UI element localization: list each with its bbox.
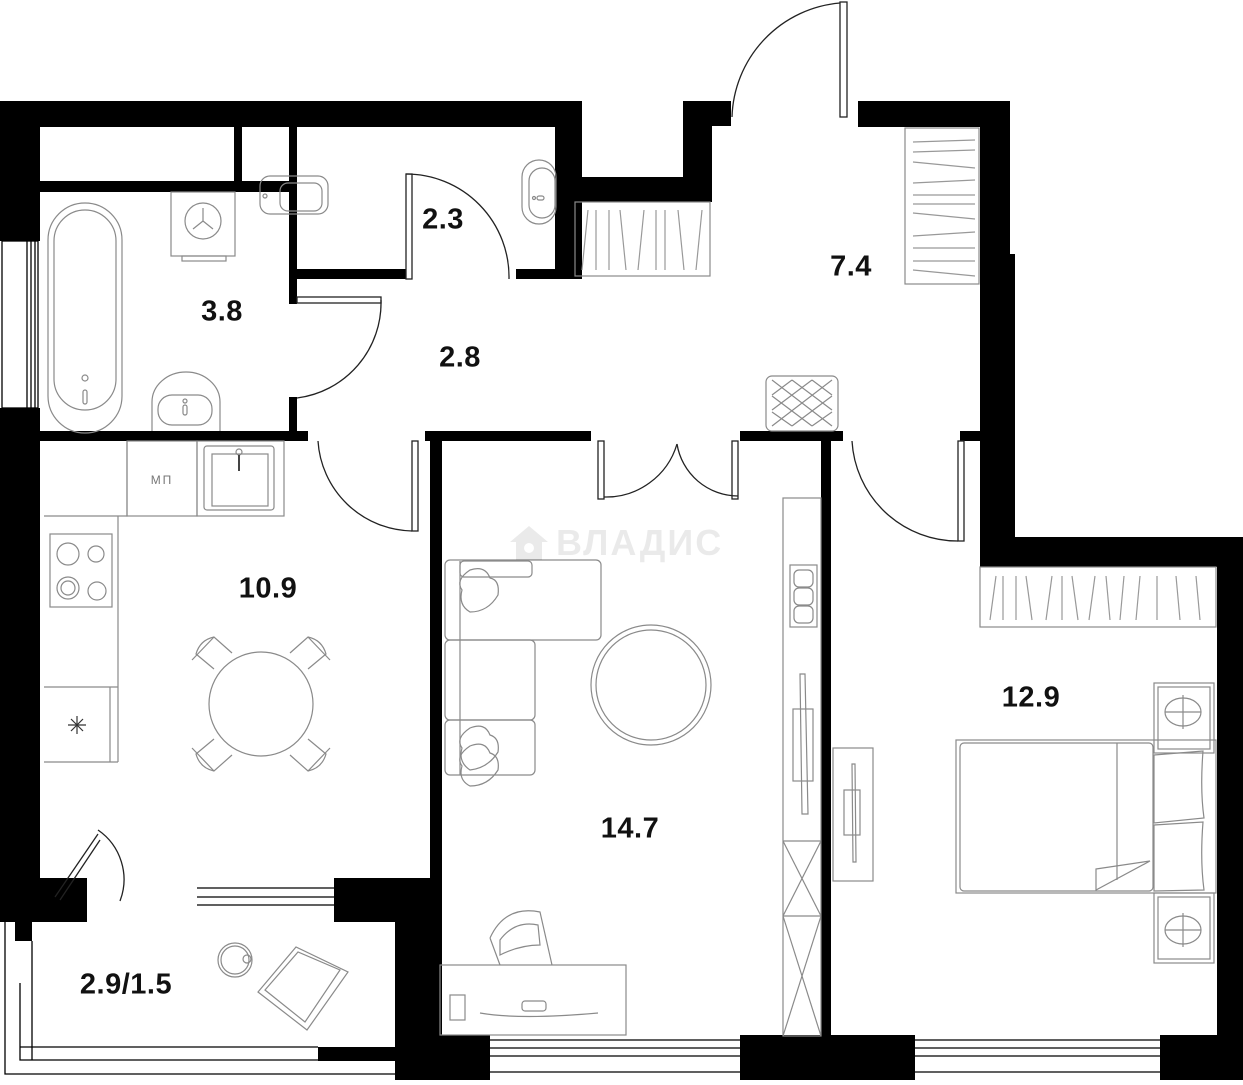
room-area-kitchen: 10.9: [238, 572, 298, 605]
wardrobe-icon: [979, 566, 1217, 628]
room-area-living-room: 14.7: [600, 812, 660, 845]
house-key-icon: [510, 526, 548, 560]
watermark: ВЛАДИС: [508, 522, 723, 564]
room-area-hall: 7.4: [830, 250, 872, 283]
room-area-bedroom: 12.9: [1001, 681, 1061, 714]
sink-icon: [521, 159, 557, 225]
chair-icon: [191, 636, 331, 772]
chair-icon: [257, 946, 349, 1031]
fridge-icon: [68, 716, 86, 734]
windows: [1, 240, 1160, 1075]
bed-icon: [955, 682, 1217, 964]
coffee-table-icon: [590, 624, 712, 746]
furniture: [44, 127, 1217, 1037]
side-table-icon: [217, 942, 253, 978]
tv-cabinet-icon: [782, 497, 822, 1037]
wardrobe-icon: [904, 127, 980, 285]
sofa-icon: [444, 559, 602, 787]
washing-machine-icon: [170, 191, 236, 257]
tv-icon: [792, 708, 814, 782]
watermark-text: ВЛАДИС: [556, 522, 724, 563]
tv-icon: [832, 747, 874, 882]
room-area-toilet: 2.3: [422, 203, 464, 236]
doors: [54, 1, 965, 902]
laptop-icon: [479, 1012, 599, 1018]
dishwasher-label: МП: [150, 473, 174, 487]
desk-icon: [439, 964, 627, 1036]
chair-icon: [489, 910, 553, 966]
kitchen-sink-icon: [203, 445, 275, 511]
room-area-bathroom: 3.8: [201, 295, 243, 328]
stove-icon: [49, 533, 113, 608]
room-area-corridor: 2.8: [439, 341, 481, 374]
wardrobe-icon: [574, 201, 711, 277]
dining-table-icon: [208, 651, 314, 757]
walls: [0, 101, 1243, 1080]
bathtub-icon: [47, 202, 123, 434]
toilet-icon: [259, 175, 329, 215]
ottoman-icon: [765, 375, 839, 432]
room-area-loggia: 2.9/1.5: [79, 968, 173, 1001]
sink-icon: [151, 371, 221, 431]
